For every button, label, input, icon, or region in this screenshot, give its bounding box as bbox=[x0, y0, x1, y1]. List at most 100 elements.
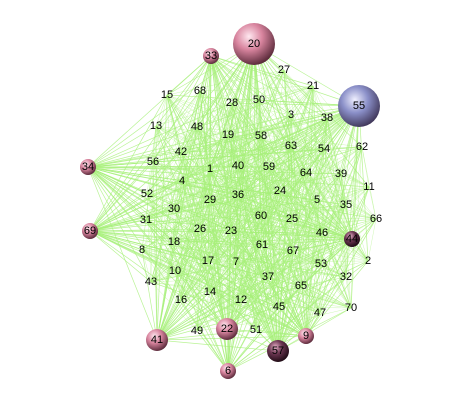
node-label: 68 bbox=[194, 85, 206, 97]
graph-node[interactable]: 51 bbox=[250, 324, 262, 336]
graph-edge bbox=[240, 250, 294, 301]
graph-node[interactable]: 49 bbox=[191, 325, 203, 337]
node-label: 29 bbox=[204, 194, 216, 206]
hub-node[interactable]: 6 bbox=[220, 363, 236, 379]
graph-node[interactable]: 1 bbox=[207, 163, 213, 175]
graph-node[interactable]: 21 bbox=[307, 80, 319, 92]
graph-node[interactable]: 66 bbox=[370, 213, 382, 225]
graph-edge bbox=[173, 199, 211, 243]
hub-node[interactable]: 57 bbox=[267, 340, 289, 362]
graph-node[interactable]: 61 bbox=[256, 239, 268, 251]
graph-node[interactable]: 58 bbox=[255, 130, 267, 142]
graph-node[interactable]: 26 bbox=[194, 223, 206, 235]
graph-node[interactable]: 53 bbox=[315, 258, 327, 270]
graph-node[interactable]: 11 bbox=[363, 181, 374, 193]
graph-node[interactable]: 32 bbox=[340, 271, 352, 283]
hub-node[interactable]: 41 bbox=[146, 329, 168, 351]
graph-edge bbox=[173, 99, 260, 210]
graph-node[interactable]: 67 bbox=[287, 245, 299, 257]
graph-node[interactable]: 3 bbox=[288, 109, 294, 121]
graph-node[interactable]: 17 bbox=[202, 255, 214, 267]
graph-edge bbox=[231, 85, 314, 104]
graph-node[interactable]: 5 bbox=[314, 194, 320, 206]
graph-edge bbox=[279, 172, 307, 192]
hub-node[interactable]: 9 bbox=[298, 328, 314, 344]
graph-edge bbox=[199, 90, 321, 314]
graph-node[interactable]: 62 bbox=[356, 141, 368, 153]
graph-edge bbox=[173, 241, 242, 301]
graph-node[interactable]: 45 bbox=[273, 301, 285, 313]
hub-node[interactable]: 55 bbox=[338, 85, 380, 127]
hub-node[interactable]: 20 bbox=[233, 23, 275, 65]
graph-node[interactable]: 47 bbox=[314, 307, 326, 319]
graph-node[interactable]: 52 bbox=[141, 188, 153, 200]
graph-node[interactable]: 7 bbox=[233, 256, 239, 268]
node-label: 50 bbox=[253, 94, 265, 106]
graph-node[interactable]: 14 bbox=[204, 286, 216, 298]
graph-edge bbox=[196, 126, 239, 167]
graph-node[interactable]: 54 bbox=[318, 143, 330, 155]
graph-node[interactable]: 40 bbox=[232, 160, 244, 172]
graph-node[interactable]: 59 bbox=[263, 161, 275, 173]
graph-edge bbox=[237, 165, 257, 331]
graph-edge bbox=[237, 166, 270, 196]
graph-node[interactable]: 65 bbox=[295, 280, 307, 292]
graph-node[interactable]: 10 bbox=[169, 265, 181, 277]
hub-node[interactable]: 22 bbox=[216, 318, 238, 340]
graph-edge bbox=[87, 166, 158, 341]
graph-edge bbox=[209, 135, 262, 170]
graph-node[interactable]: 4 bbox=[179, 175, 185, 187]
graph-edge bbox=[89, 55, 212, 232]
graph-node[interactable]: 39 bbox=[335, 168, 347, 180]
node-label: 9 bbox=[303, 330, 309, 342]
graph-node[interactable]: 25 bbox=[286, 213, 298, 225]
graph-node[interactable]: 15 bbox=[161, 89, 173, 101]
graph-node[interactable]: 68 bbox=[194, 85, 206, 97]
graph-node[interactable]: 23 bbox=[225, 225, 237, 237]
graph-node[interactable]: 18 bbox=[168, 236, 180, 248]
graph-node[interactable]: 37 bbox=[262, 271, 274, 283]
graph-node[interactable]: 13 bbox=[150, 120, 162, 132]
hub-node[interactable]: 44 bbox=[344, 231, 360, 247]
graph-edge bbox=[146, 125, 157, 195]
graph-node[interactable]: 8 bbox=[139, 244, 145, 256]
graph-edge bbox=[300, 285, 321, 314]
graph-edge bbox=[258, 99, 292, 116]
graph-node[interactable]: 50 bbox=[253, 94, 265, 106]
graph-node[interactable]: 43 bbox=[145, 276, 157, 288]
graph-node[interactable]: 29 bbox=[204, 194, 216, 206]
graph-node[interactable]: 38 bbox=[321, 112, 333, 124]
graph-node[interactable]: 36 bbox=[232, 189, 244, 201]
graph-node[interactable]: 56 bbox=[147, 156, 159, 168]
graph-node[interactable]: 63 bbox=[285, 140, 297, 152]
graph-node[interactable]: 35 bbox=[340, 199, 352, 211]
graph-node[interactable]: 30 bbox=[168, 203, 180, 215]
graph-node[interactable]: 60 bbox=[255, 210, 267, 222]
graph-edge bbox=[231, 99, 260, 104]
graph-node[interactable]: 12 bbox=[235, 294, 247, 306]
hub-node[interactable]: 34 bbox=[80, 159, 96, 175]
graph-edge bbox=[230, 230, 294, 252]
graph-node[interactable]: 46 bbox=[316, 227, 328, 239]
graph-node[interactable]: 42 bbox=[175, 146, 187, 158]
graph-node[interactable]: 2 bbox=[365, 255, 371, 267]
graph-node[interactable]: 28 bbox=[226, 97, 238, 109]
graph-node[interactable]: 24 bbox=[274, 185, 286, 197]
graph-edge bbox=[150, 281, 211, 293]
graph-edge bbox=[207, 260, 257, 331]
graph-edge bbox=[255, 218, 293, 331]
hub-node[interactable]: 33 bbox=[203, 48, 219, 64]
graph-node[interactable]: 31 bbox=[140, 214, 152, 226]
hub-node[interactable]: 69 bbox=[82, 223, 98, 239]
graph-edge bbox=[150, 276, 269, 283]
graph-edge bbox=[89, 90, 201, 232]
graph-node[interactable]: 48 bbox=[191, 121, 203, 133]
node-label: 66 bbox=[370, 213, 382, 225]
graph-node[interactable]: 16 bbox=[175, 294, 187, 306]
hub-sphere bbox=[267, 340, 289, 362]
graph-edge bbox=[180, 145, 292, 153]
graph-node[interactable]: 19 bbox=[222, 129, 234, 141]
graph-node[interactable]: 27 bbox=[278, 64, 290, 76]
graph-node[interactable]: 70 bbox=[345, 302, 357, 314]
graph-node[interactable]: 64 bbox=[300, 167, 312, 179]
